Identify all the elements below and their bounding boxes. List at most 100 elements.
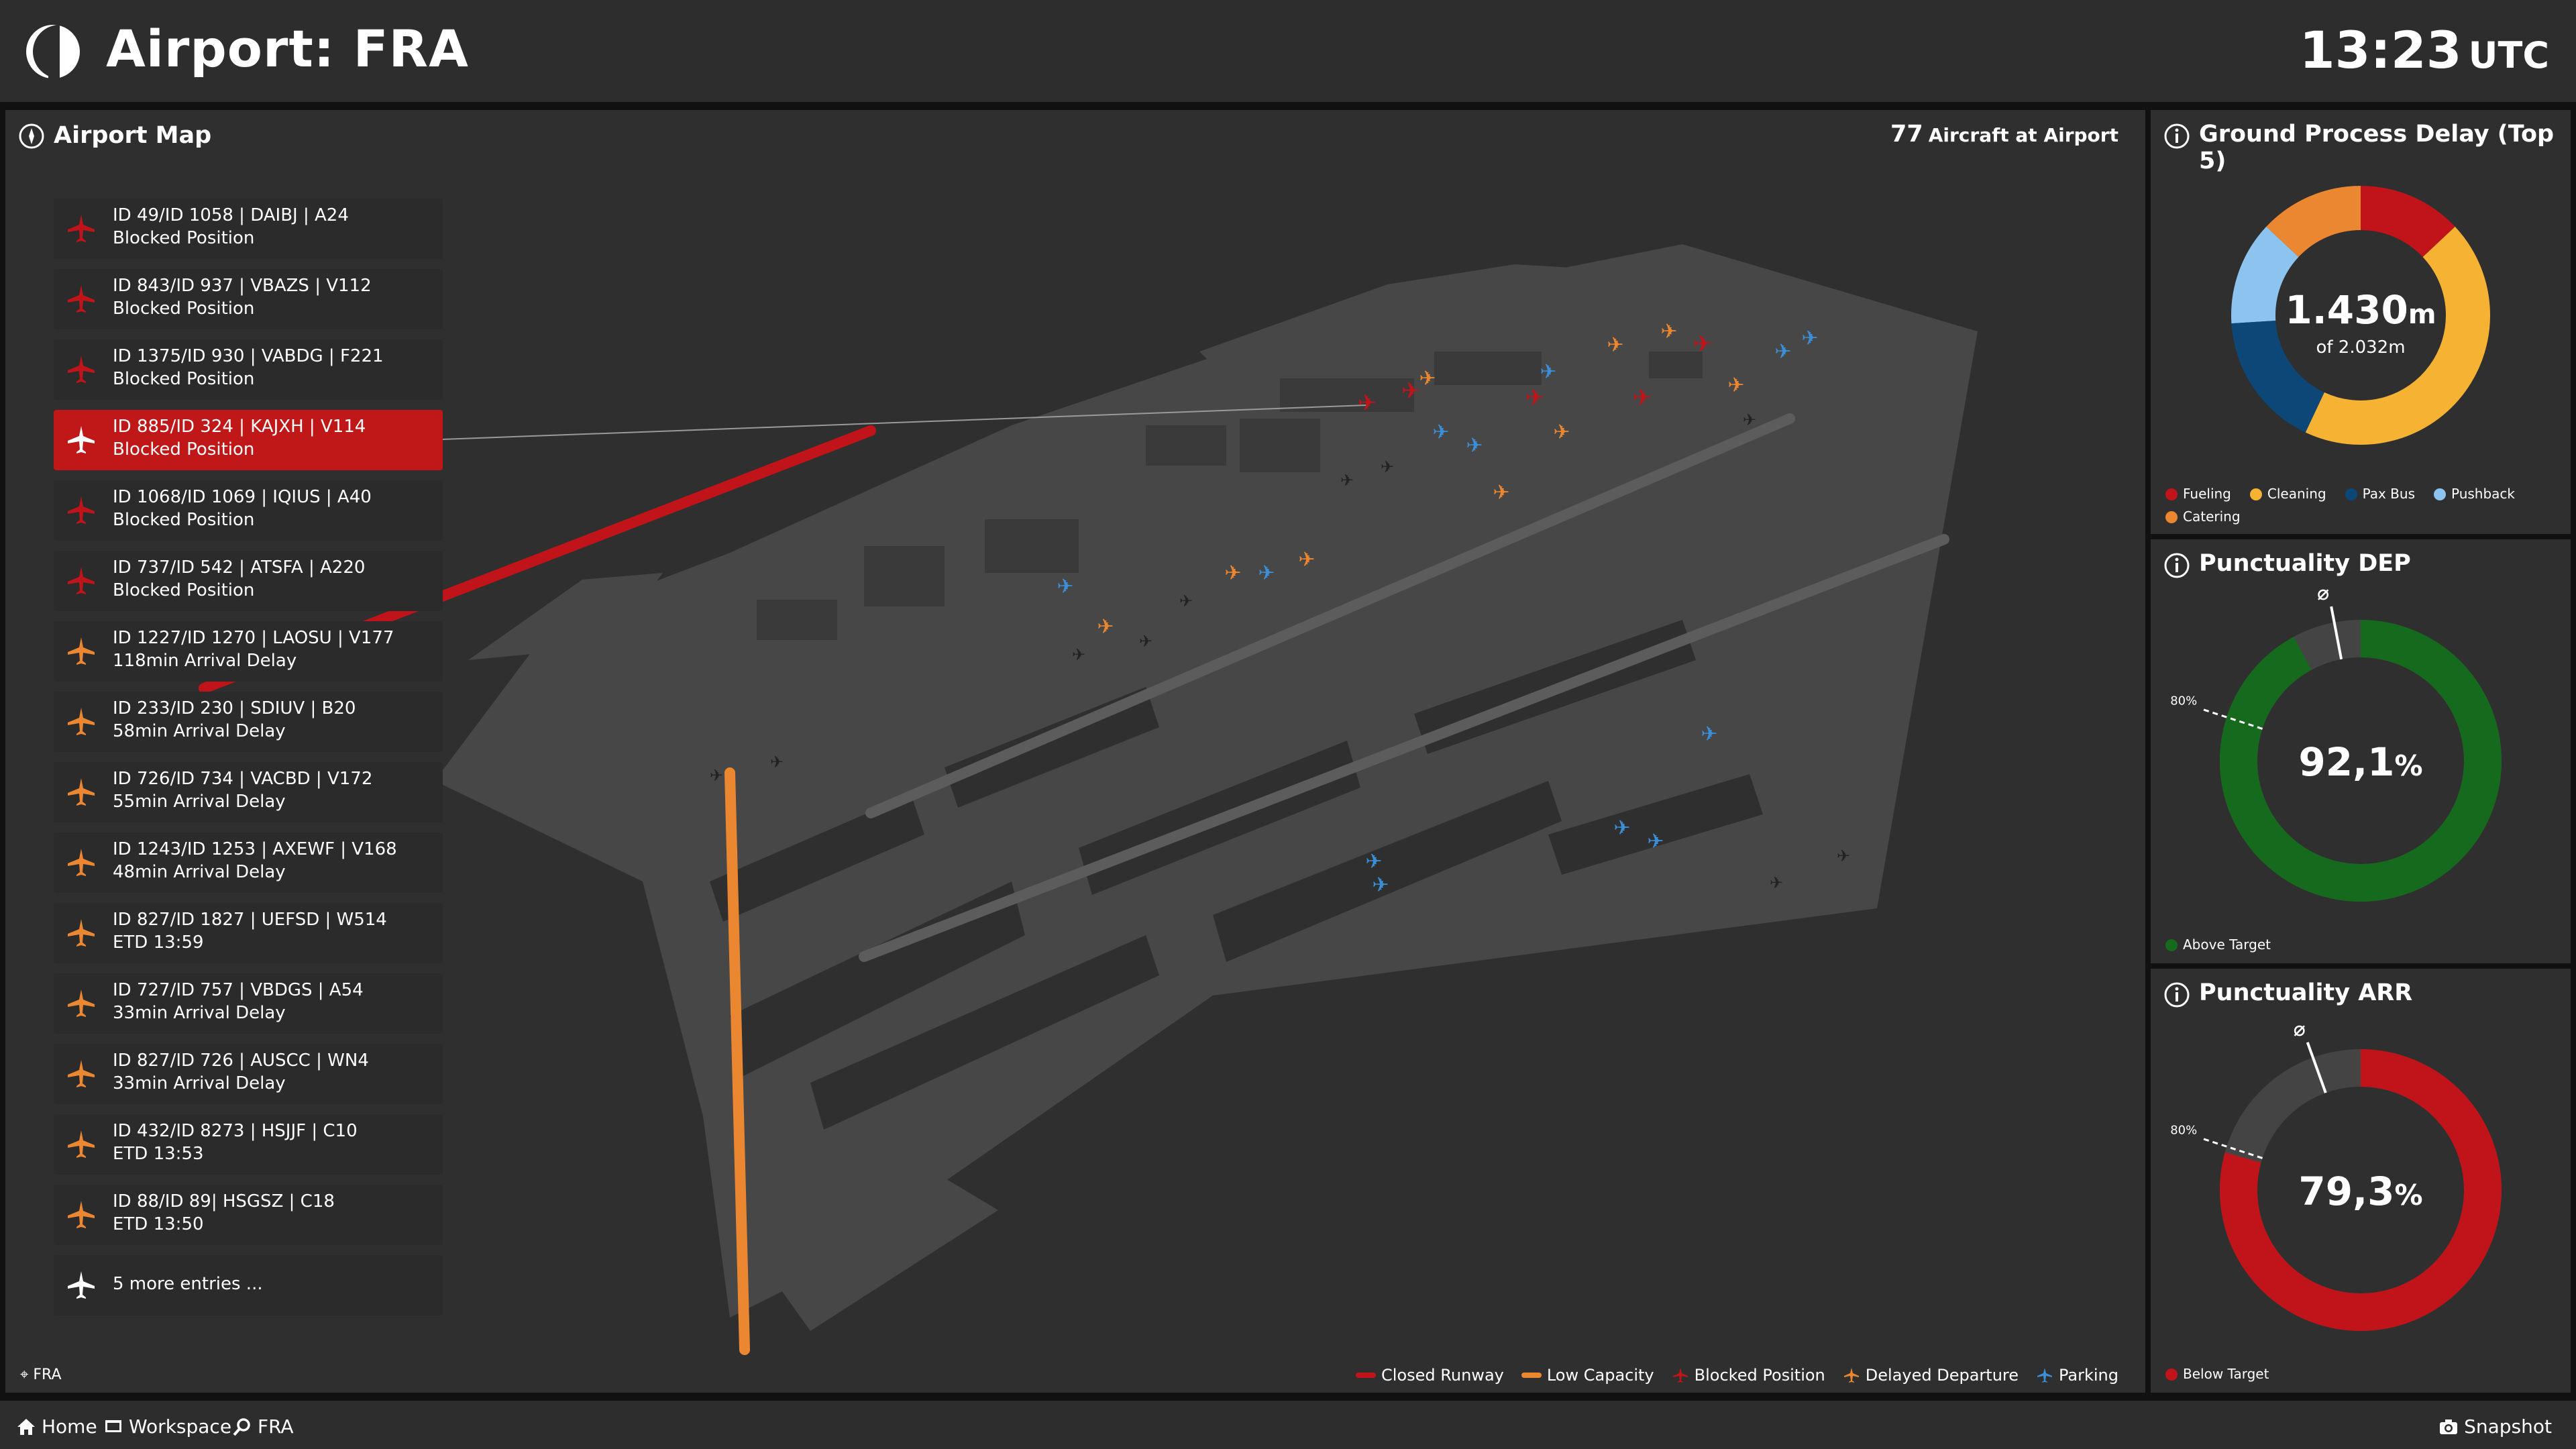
entry-status: Blocked Position — [113, 439, 255, 460]
home-link[interactable]: Home — [16, 1415, 97, 1438]
target-label: 80% — [2170, 694, 2197, 708]
svg-text:✈: ✈ — [1607, 333, 1623, 357]
svg-text:✈: ✈ — [1770, 873, 1783, 892]
svg-text:✈: ✈ — [1419, 367, 1436, 390]
svg-text:✈: ✈ — [1340, 471, 1354, 490]
average-symbol: ⌀ — [2294, 1018, 2306, 1041]
plane-icon — [68, 1060, 95, 1087]
aircraft-count-label: Aircraft at Airport — [1928, 124, 2118, 146]
punctuality-dep-panel: Punctuality DEP ⌀80%92,1% Above Target — [2151, 539, 2571, 963]
low-capacity-swatch — [1521, 1373, 1542, 1378]
plane-icon — [68, 356, 95, 383]
camera-icon — [2440, 1419, 2458, 1434]
entry-title: ID 1375/ID 930 | VABDG | F221 — [113, 346, 384, 366]
entry-status: ETD 13:50 — [113, 1214, 204, 1234]
svg-text:✈: ✈ — [1837, 847, 1850, 865]
home-icon — [17, 1418, 35, 1435]
donut-slice-pax-bus[interactable] — [2231, 320, 2325, 433]
svg-text:✈: ✈ — [1224, 561, 1241, 585]
average-marker — [2330, 606, 2343, 660]
airport-ground — [435, 244, 1978, 1331]
search-label: FRA — [258, 1415, 294, 1438]
target-label: 80% — [2170, 1124, 2197, 1138]
aircraft-markers[interactable]: ✈ ✈ ✈ ✈ ✈ ✈ ✈ ✈ ✈ ✈ ✈ ✈ ✈ ✈ ✈ ✈ ✈ ✈ — [710, 320, 1850, 897]
legend-parking-label: Parking — [2059, 1366, 2118, 1385]
svg-text:✈: ✈ — [1139, 632, 1152, 651]
gauge-value: 92,1% — [2298, 739, 2422, 785]
legend-delayed-departure: Delayed Departure — [1843, 1366, 2019, 1385]
donut-slice-fueling[interactable] — [2360, 186, 2455, 258]
svg-text:✈: ✈ — [1693, 331, 1713, 358]
svg-text:✈: ✈ — [1801, 327, 1818, 350]
plane-icon — [68, 849, 95, 876]
ground-process-panel: Ground Process Delay (Top 5) 1.430m of 2… — [2151, 110, 2571, 534]
plane-icon — [68, 778, 95, 806]
entry-title: ID 233/ID 230 | SDIUV | B20 — [113, 698, 356, 718]
workspace-link[interactable]: Workspace — [103, 1415, 231, 1438]
gauge-value-arc[interactable] — [2220, 620, 2502, 902]
average-marker — [2306, 1042, 2327, 1093]
info-icon[interactable] — [2163, 122, 2191, 150]
entry-status: Blocked Position — [113, 510, 255, 530]
parking-plane-icon — [2037, 1368, 2053, 1383]
info-icon[interactable] — [2163, 981, 2191, 1009]
more-entries-button[interactable]: 5 more entries ... — [54, 1255, 443, 1316]
punctuality-arr-gauge: ⌀80%79,3% — [2170, 1018, 2502, 1331]
svg-text:✈: ✈ — [1647, 830, 1664, 853]
donut-slice-cleaning[interactable] — [2305, 226, 2490, 445]
entry-title: ID 726/ID 734 | VACBD | V172 — [113, 769, 373, 789]
info-icon[interactable] — [2163, 551, 2191, 580]
legend-parking: Parking — [2036, 1366, 2118, 1385]
svg-text:✈: ✈ — [1401, 378, 1421, 405]
workspace-label: Workspace — [129, 1415, 232, 1438]
plane-icon — [68, 1271, 95, 1299]
legend-swatch — [2249, 488, 2262, 500]
donut-slice-pushback[interactable] — [2231, 226, 2300, 324]
entry-status: Blocked Position — [113, 299, 255, 319]
gauge-value-arc[interactable] — [2220, 1049, 2502, 1331]
target-marker — [2200, 1137, 2263, 1159]
legend-swatch — [2434, 488, 2446, 500]
svg-text:✈: ✈ — [1540, 360, 1556, 384]
search-link[interactable]: FRA — [232, 1415, 294, 1438]
svg-text:✈: ✈ — [1365, 850, 1382, 873]
svg-text:✈: ✈ — [770, 753, 784, 771]
entry-status: 58min Arrival Delay — [113, 721, 286, 741]
location-pin-icon: ⌖ — [20, 1366, 29, 1383]
airport-map[interactable]: ✈ ✈ ✈ ✈ ✈ ✈ ✈ ✈ ✈ ✈ ✈ ✈ ✈ ✈ ✈ ✈ ✈ ✈ — [5, 110, 2145, 1393]
svg-text:✈: ✈ — [1372, 873, 1389, 897]
plane-icon — [68, 919, 95, 947]
svg-text:✈: ✈ — [1613, 816, 1630, 840]
legend-closed-runway-label: Closed Runway — [1381, 1366, 1504, 1385]
svg-text:✈: ✈ — [1298, 548, 1315, 572]
snapshot-button[interactable]: Snapshot — [2438, 1415, 2552, 1438]
alert-entry[interactable]: ID 726/ID 734 | VACBD | V172 55min Arriva… — [54, 762, 443, 822]
legend-swatch — [2345, 488, 2357, 500]
entry-title: ID 827/ID 1827 | UEFSD | W514 — [113, 910, 387, 930]
legend-label: Cleaning — [2267, 486, 2326, 502]
plane-icon — [68, 989, 95, 1017]
punctuality-arr-legend-label: Below Target — [2183, 1366, 2269, 1382]
alert-entry[interactable]: ID 233/ID 230 | SDIUV | B20 58min Arrival… — [54, 692, 443, 752]
entry-status: 55min Arrival Delay — [113, 792, 286, 812]
svg-text:✈: ✈ — [710, 766, 723, 785]
entry-status: 118min Arrival Delay — [113, 651, 297, 671]
legend-label: Catering — [2183, 508, 2241, 525]
donut-slice-catering[interactable] — [2266, 186, 2361, 258]
svg-text:✈: ✈ — [1381, 458, 1394, 476]
